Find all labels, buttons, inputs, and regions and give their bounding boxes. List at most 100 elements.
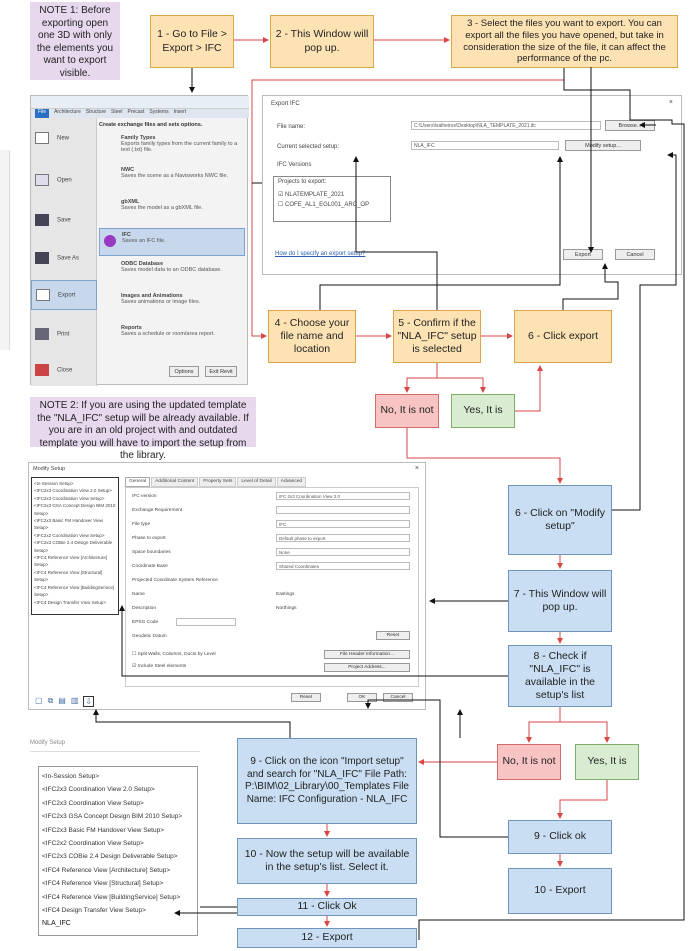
modify-setup-button[interactable]: Modify setup... [565,140,641,151]
setup-list-item[interactable]: <IFC2x3 Coordination View 2.0 Setup> [42,786,155,794]
arrow-8-no [526,707,561,743]
setup-list-item[interactable]: <IFC2x2 Coordination View Setup> [34,532,105,538]
tab-additional-content[interactable]: Additional Content [151,477,199,487]
step-11-box: 11 - Click Ok [237,898,417,916]
arrow-8-yes [560,721,610,743]
ok-button[interactable]: OK [347,693,377,702]
setup-list-item[interactable]: <IFC4 Design Transfer View Setup> [34,599,106,605]
file-name-field[interactable]: C:\Users\lsalheiros\Desktop\NLA_TEMPLATE… [411,121,601,130]
arrow-5-yes [437,377,486,393]
setup-list-item[interactable]: <IFC2x3 Coordination View 2.0 Setup> [34,488,112,494]
exit-revit-button[interactable]: Exit Revit [205,366,237,377]
step-9b-box: 9 - Click ok [508,820,612,854]
menu-export[interactable]: Export [31,280,97,310]
menu-save[interactable]: Save [35,214,71,226]
file-type-select[interactable]: IFC [276,520,410,528]
setup-list-item[interactable]: <IFC4 Reference View [Structural] Setup> [42,880,164,888]
tab-general[interactable]: General [125,477,151,487]
epsg-field[interactable] [176,618,236,626]
help-link[interactable]: How do I specify an export setup? [275,251,366,257]
reset-button[interactable]: Reset [291,693,321,702]
setup-list-item[interactable]: <IFC4 Design Transfer View Setup> [42,907,146,915]
file-header-button[interactable]: File Header Information... [324,650,410,659]
tab-insert[interactable]: Insert [173,109,187,115]
new-setup-icon[interactable]: ▢ [35,696,43,705]
step-6-box: 6 - Click export [514,310,612,363]
setup-list-item[interactable]: <IFC2x3 Coordination View Setup> [42,799,144,807]
file-name-label: File name: [277,124,306,130]
phase-select[interactable]: Default phase to export [276,534,410,542]
ifc-version-select[interactable]: IFC 2x3 Coordination View 2.0 [276,492,410,500]
setup-list-item[interactable]: <IFC4 Reference View [Architecture] Setu… [34,555,108,568]
import-setup-icon[interactable]: ⇩ [83,696,95,707]
reset-coords-button[interactable]: Reset [376,631,410,640]
project-checkbox-2[interactable]: ☐ COFE_AL1_EGL001_ARC_OP [278,202,370,208]
browse-button[interactable]: Browse... [605,120,655,131]
tab-precast[interactable]: Precast [127,109,145,115]
tab-level-of-detail[interactable]: Level of Detail [237,477,276,487]
cancel-button[interactable]: Cancel [383,693,413,702]
setup-list-item[interactable]: <IFC2x3 GSA Concept Design BIM 2010 Setu… [34,503,116,516]
setup-list-item[interactable]: <IFC2x3 Basic FM Handover View Setup> [42,826,164,834]
coord-label: Description [132,606,156,611]
setup-list-item[interactable]: <IFC2x3 GSA Concept Design BIM 2010 Setu… [42,813,183,821]
file-menu-left: New Open Save Save As Export Print Close [31,118,97,386]
coordinate-base-select[interactable]: Shared Coordinates [276,562,410,570]
project-checkbox-1[interactable]: ☑ NLATEMPLATE_2021 [278,192,345,198]
options-button[interactable]: Options [169,366,199,377]
setup-select[interactable]: NLA_IFC [411,141,559,150]
exchange-requirement-select[interactable] [276,506,410,514]
tab-property-sets[interactable]: Property Sets [199,477,237,487]
setup-list-item[interactable]: <In-Session Setup> [34,481,74,486]
tab-advanced[interactable]: Advanced [276,477,307,487]
setup-label: Current selected setup: [277,144,340,150]
rename-setup-icon[interactable]: ▤ [58,696,66,705]
setup-list-item[interactable]: <IFC2x3 Coordination View Setup> [34,495,105,501]
menu-print[interactable]: Print [35,328,69,340]
space-boundaries-select[interactable]: None [276,548,410,556]
duplicate-setup-icon[interactable]: ⧉ [47,696,54,705]
export-button[interactable]: Export [563,249,603,260]
include-steel-checkbox[interactable]: ☑ Include Steel elements [132,664,187,669]
cancel-button[interactable]: Cancel [615,249,655,260]
setup-list-item-nla-ifc[interactable]: NLA_IFC [42,920,71,928]
setup-list-item[interactable]: <IFC4 Reference View [Architecture] Setu… [42,866,171,874]
tab-file[interactable]: File [35,109,50,118]
arrow-yes-6 [515,365,543,412]
delete-setup-icon[interactable]: ▥ [70,696,79,705]
menu-save-as[interactable]: Save As [35,252,79,264]
setup-list-item[interactable]: <IFC2x3 COBie 2.4 Design Deliverable Set… [34,540,113,553]
setup-list-item[interactable]: <IFC2x3 Basic FM Handover View Setup> [34,518,103,531]
project-address-button[interactable]: Project Address... [324,663,410,672]
coord-label: Northings [276,606,297,611]
tab-systems[interactable]: Systems [149,109,169,115]
setup-list-item[interactable]: <IFC4 Reference View [Structural] Setup> [34,569,103,583]
step-9a-box: 9 - Click on the icon "Import setup" and… [237,738,417,824]
tab-steel[interactable]: Steel [111,109,123,115]
yes-box-2: Yes, It is [575,744,639,780]
setup-list-item[interactable]: <IFC4 Reference View [BuildingService] S… [42,893,181,901]
menu-close[interactable]: Close [35,364,72,376]
step-3-box: 3 - Select the files you want to export.… [451,15,678,68]
tab-structure[interactable]: Structure [85,109,107,115]
menu-open[interactable]: Open [35,174,72,186]
ribbon-tabs: File Architecture Structure Steel Precas… [31,109,249,118]
menu-new[interactable]: New [35,132,69,144]
step-5-box: 5 - Confirm if the "NLA_IFC" setup is se… [393,310,481,363]
close-icon[interactable]: × [668,99,673,106]
setup-list-item[interactable]: <IFC4 Reference View [BuildingService] S… [34,584,115,598]
split-walls-checkbox[interactable]: ☐ Split Walls, Columns, Ducts by Level [132,652,216,657]
tab-architecture[interactable]: Architecture [54,109,81,115]
setup-list-item[interactable]: <IFC2x3 COBie 2.4 Design Deliverable Set… [42,853,178,861]
setup-list-item[interactable]: <IFC2x2 Coordination View Setup> [42,840,144,848]
close-icon[interactable]: × [414,465,419,472]
setup-list-item[interactable]: <In-Session Setup> [42,773,100,780]
